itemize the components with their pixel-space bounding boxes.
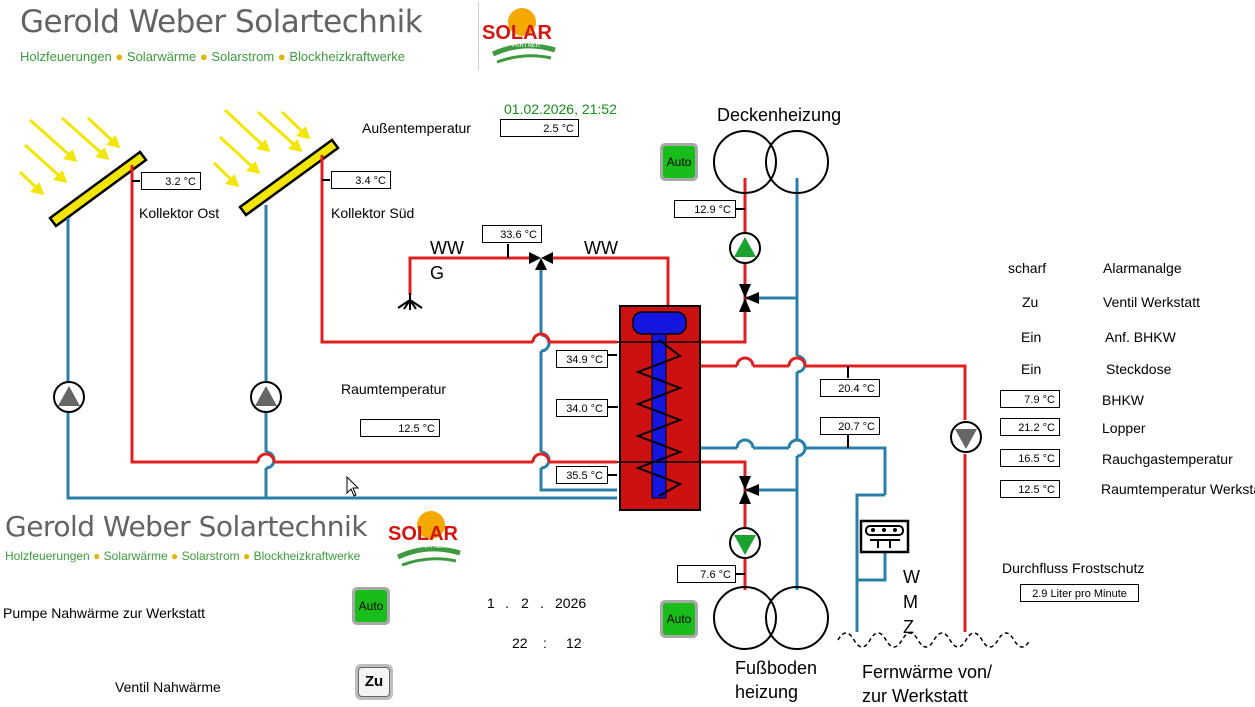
floor-heating-label-1: Fußboden: [735, 658, 818, 678]
wmz-letter-w: W: [903, 567, 920, 587]
district-label-2: zur Werkstatt: [862, 686, 968, 706]
status-valve-label: Ventil Werkstatt: [1103, 294, 1201, 310]
solar-partner-logo-bottom: SOLAR PARTNER: [388, 505, 474, 573]
mouse-cursor-icon: [346, 476, 360, 497]
solar-partner-logo-top: SOLAR PARTNER: [478, 2, 565, 70]
valve-nahwaerme-label: Ventil Nahwärme: [115, 679, 221, 695]
storage-temp-bottom: 35.5 °C: [556, 466, 608, 484]
reading-lopper-label: Lopper: [1102, 420, 1146, 436]
collector-east-panel: [48, 150, 148, 228]
date-day: 1: [487, 595, 495, 611]
brand-subtitle-bottom: Holzfeuerungen ● Solarwärme ● Solarstrom…: [5, 549, 361, 563]
status-valve-value: Zu: [1022, 294, 1039, 310]
ceiling-heating-auto-button[interactable]: Auto: [660, 143, 698, 181]
storage-temp-top: 34.9 °C: [556, 350, 608, 368]
heat-meter-icon: [859, 519, 910, 554]
reading-bhkw-label: BHKW: [1102, 392, 1144, 408]
collector-east-temp: 3.2 °C: [141, 172, 201, 190]
shower-head-icon: [397, 293, 423, 310]
status-bhkw-label: Anf. BHKW: [1105, 329, 1176, 345]
wmz-letter-m: M: [903, 592, 918, 612]
room-temp-label: Raumtemperatur: [341, 381, 447, 397]
date-sep-1: .: [505, 595, 509, 611]
room-temp-value: 12.5 °C: [360, 419, 440, 437]
floor-flow-temp: 7.6 °C: [677, 565, 736, 583]
district-return-temp: 20.7 °C: [820, 417, 880, 435]
date-year: 2026: [555, 595, 587, 611]
three-way-valve-floor-icon: [739, 476, 759, 504]
collector-east-label: Kollektor Ost: [139, 205, 220, 221]
outside-temp-value: 2.5 °C: [500, 119, 579, 137]
three-way-valve-ww-icon: [529, 252, 553, 270]
outside-temp-label: Außentemperatur: [362, 120, 471, 136]
flow-label: Durchfluss Frostschutz: [1002, 560, 1145, 576]
sun-rays-south-icon: [212, 108, 311, 188]
brand-subtitle-top: Holzfeuerungen ● Solarwärme ● Solarstrom…: [20, 49, 405, 64]
current-datetime: 01.02.2026, 21:52: [504, 101, 617, 117]
three-way-valve-ceiling-icon: [739, 284, 759, 312]
floor-heating-loop-icon: [713, 586, 829, 650]
sun-logo-icon: [491, 8, 556, 64]
collector-south-panel: [238, 138, 340, 217]
valve-nahwaerme-button[interactable]: Zu: [355, 664, 393, 700]
pump-collector-east-icon: [53, 381, 85, 413]
underground-line: [837, 632, 1031, 648]
floor-heating-label-2: heizung: [735, 682, 799, 702]
storage-tank: [617, 305, 701, 511]
date-month: 2: [521, 595, 529, 611]
reading-bhkw-value: 7.9 °C: [1000, 390, 1060, 408]
brand-title-bottom: Gerold Weber Solartechnik: [5, 510, 368, 543]
cold-pipes: [66, 178, 887, 632]
sun-logo-icon: [396, 511, 461, 567]
pump-floor-heating-icon: [729, 527, 761, 559]
district-label-1: Fernwärme von/: [862, 662, 993, 682]
status-bhkw-value: Ein: [1021, 329, 1042, 345]
reading-workshop-room-label: Raumtemperatur Werkstatt: [1101, 481, 1255, 497]
ww-temp: 33.6 °C: [482, 225, 542, 243]
status-socket-value: Ein: [1021, 361, 1042, 377]
time-sep: :: [543, 635, 547, 651]
status-alarm-label: Alarmanalge: [1103, 260, 1182, 276]
status-alarm-value: scharf: [1008, 260, 1047, 276]
status-socket-label: Steckdose: [1106, 361, 1172, 377]
reading-lopper-value: 21.2 °C: [1000, 418, 1060, 436]
floor-heating-auto-button[interactable]: Auto: [660, 600, 698, 638]
ww-label-left: WW: [430, 238, 464, 258]
sensor-ticks: [132, 179, 849, 575]
storage-temp-mid: 34.0 °C: [556, 399, 608, 417]
district-supply-temp: 20.4 °C: [820, 379, 880, 397]
sun-rays-east-icon: [18, 116, 121, 196]
ww-label-g: G: [430, 263, 445, 283]
ww-label-right: WW: [584, 238, 618, 258]
reading-workshop-room-value: 12.5 °C: [1000, 480, 1060, 498]
time-hour: 22: [512, 635, 528, 651]
time-minute: 12: [566, 635, 582, 651]
date-sep-2: .: [540, 595, 544, 611]
pump-werkstatt-label: Pumpe Nahwärme zur Werkstatt: [3, 605, 206, 621]
ceiling-heating-loop-icon: [713, 130, 829, 194]
pump-ceiling-heating-icon: [729, 232, 761, 264]
wmz-letter-z: Z: [903, 617, 914, 637]
ceiling-flow-temp: 12.9 °C: [674, 200, 736, 218]
reading-flue-gas-value: 16.5 °C: [1000, 449, 1060, 467]
reading-flue-gas-label: Rauchgastemperatur: [1102, 451, 1233, 467]
flow-value: 2.9 Liter pro Minute: [1020, 584, 1139, 602]
ceiling-heating-label: Deckenheizung: [717, 105, 842, 125]
collector-south-label: Kollektor Süd: [331, 205, 415, 221]
collector-south-temp: 3.4 °C: [331, 171, 391, 189]
pump-collector-south-icon: [250, 381, 282, 413]
pump-district-heating-icon: [950, 421, 982, 453]
brand-title-top: Gerold Weber Solartechnik: [20, 4, 423, 40]
pump-werkstatt-auto-button[interactable]: Auto: [352, 587, 390, 625]
